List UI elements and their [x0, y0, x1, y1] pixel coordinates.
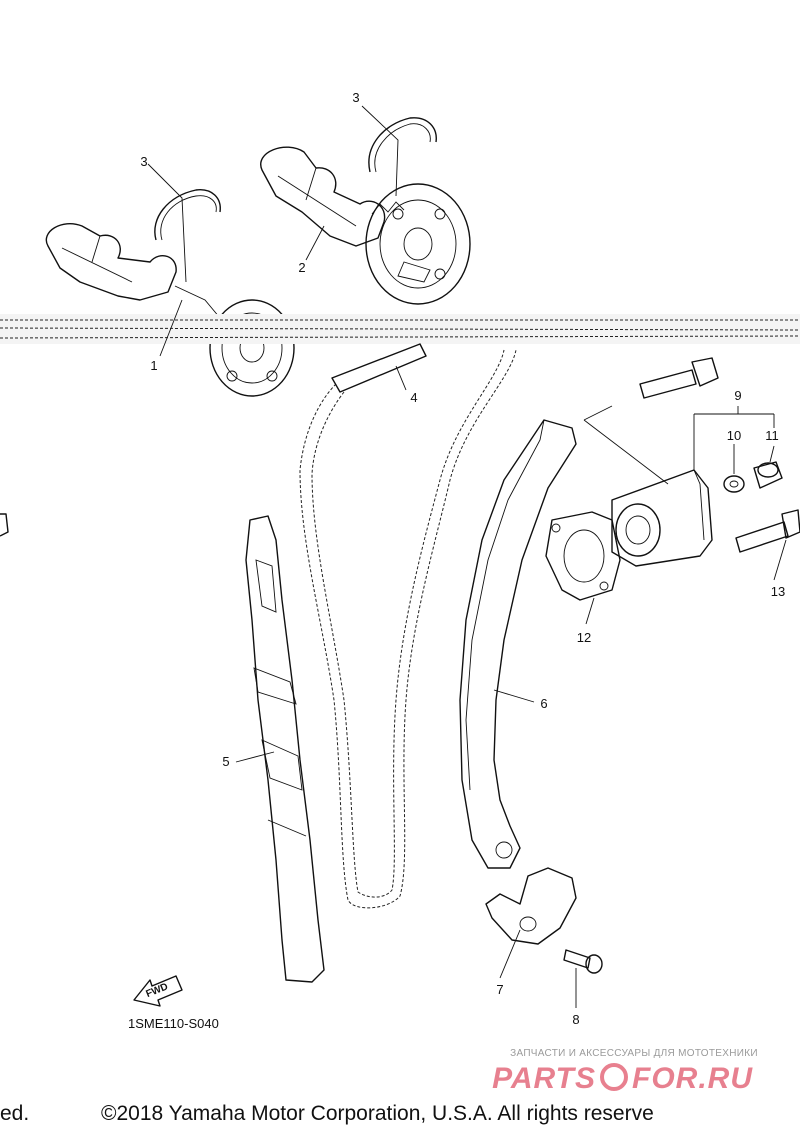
- callout-5: 5: [222, 754, 229, 769]
- gasket-12: [545, 511, 621, 601]
- callout-3-left: 3: [140, 154, 147, 169]
- callout-8: 8: [572, 1012, 579, 1027]
- circlip-3-right: [368, 117, 437, 173]
- camshaft-1: [45, 223, 295, 397]
- watermark-logo-right: FOR.RU: [632, 1062, 753, 1095]
- watermark-tagline: ЗАПЧАСТИ И АКСЕССУАРЫ ДЛЯ МОТОТЕХНИКИ: [510, 1048, 758, 1059]
- callout-3-right: 3: [352, 90, 359, 105]
- cam-chain-4: [299, 343, 517, 909]
- callout-1: 1: [150, 358, 157, 373]
- camshaft-2: [260, 146, 471, 305]
- callout-9: 9: [734, 388, 741, 403]
- callout-6: 6: [540, 696, 547, 711]
- washer-10: [723, 475, 745, 493]
- chain-guide-5: [245, 515, 325, 983]
- callout-7: 7: [496, 982, 503, 997]
- scan-band: [0, 314, 800, 344]
- callout-2: 2: [298, 260, 305, 275]
- plate-7: [485, 867, 577, 945]
- circlip-3-left: [154, 189, 221, 241]
- diagram-code: 1SME110-S040: [128, 1016, 219, 1031]
- fwd-arrow: FWD: [133, 975, 183, 1007]
- watermark-logo-left: PARTS: [492, 1062, 596, 1095]
- bolt-11: [753, 461, 783, 489]
- watermark: ЗАПЧАСТИ И АКСЕССУАРЫ ДЛЯ МОТОТЕХНИКИ PA…: [492, 1048, 758, 1095]
- callout-13: 13: [771, 584, 785, 599]
- callout-4: 4: [410, 390, 417, 405]
- callout-10: 10: [727, 428, 741, 443]
- watermark-gear-icon: [600, 1063, 628, 1091]
- footer-left-fragment: ed.: [0, 1102, 29, 1125]
- chain-guide-6: [459, 419, 577, 869]
- partial-part-left-edge: [0, 513, 9, 537]
- callout-labels: 1 2 3 3 4 5 6 7 8 9 10 11 12 13: [140, 90, 785, 1027]
- footer-copyright: ©2018 Yamaha Motor Corporation, U.S.A. A…: [101, 1102, 654, 1125]
- bolt-8: [563, 949, 603, 974]
- tensioner-assembly-9: [583, 405, 713, 567]
- leader-lines: [147, 105, 787, 1008]
- bolt-13-upper: [639, 357, 719, 399]
- callout-12: 12: [577, 630, 591, 645]
- bolt-13-right: [735, 509, 800, 553]
- footer: ed. ©2018 Yamaha Motor Corporation, U.S.…: [0, 1102, 654, 1125]
- callout-11: 11: [765, 428, 779, 443]
